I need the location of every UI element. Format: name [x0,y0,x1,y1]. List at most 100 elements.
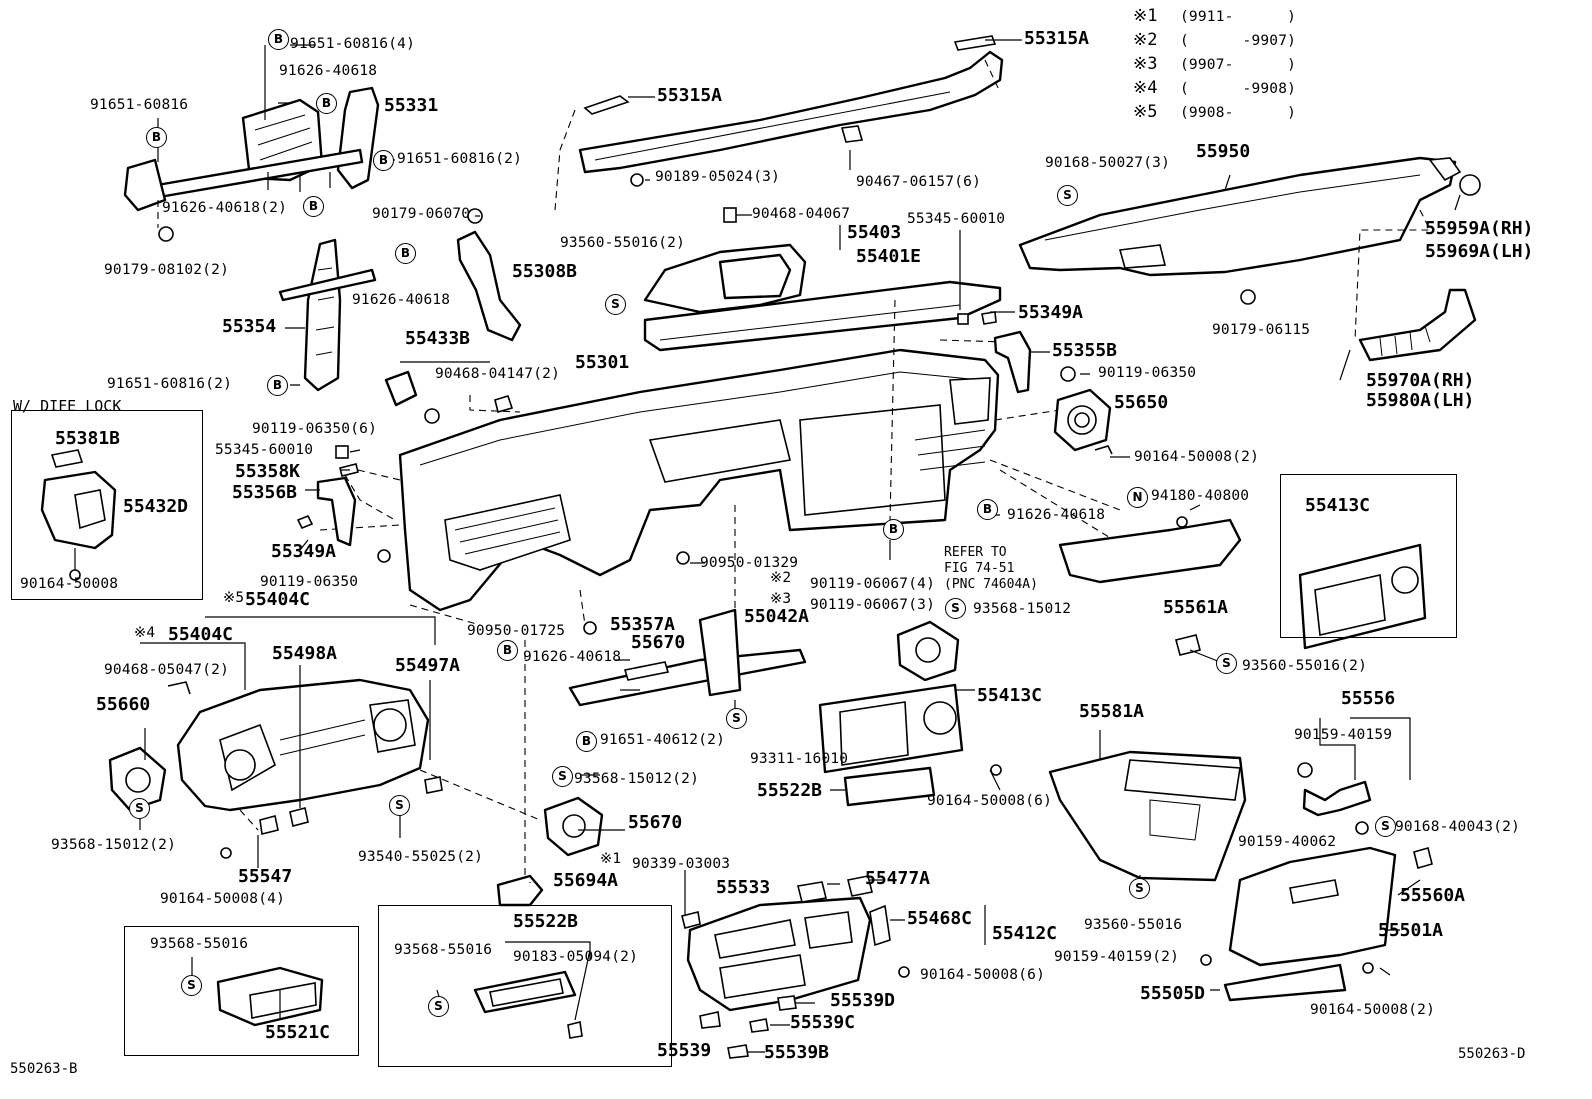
wdiff-lock-title: W/ DIFE LOCK [13,397,122,415]
part-number-label: 55433B [405,328,471,349]
part-number-label: 90164-50008(6) [927,793,1053,809]
part-number-label: 55413C [1305,495,1371,516]
part-number-label: 55497A [395,655,461,676]
part-number-label: 90189-05024(3) [655,169,781,185]
part-number-label: 55539D [830,990,896,1011]
part-upper-rail [578,35,1004,174]
callout-b: B [146,127,167,148]
part-55521c-box [124,926,359,1056]
part-number-label: 55970A(RH) [1366,370,1475,391]
part-number-label: 55969A(LH) [1425,241,1534,262]
part-55521c-pocket [216,966,324,1027]
part-number-label: 55539B [764,1042,830,1063]
part-55354-bracket [278,238,377,392]
part-number-label: 55315A [1024,28,1090,49]
part-number-label: 90339-03003 [632,856,731,872]
part-number-label: 55670 [628,812,683,833]
part-55950-duct [1018,156,1462,277]
part-number-label: 55522B [513,911,579,932]
callout-s: S [181,975,202,996]
part-number-label: 55694A [553,870,619,891]
callout-s: S [428,996,449,1017]
part-number-label: 55349A [1018,302,1084,323]
part-refer-cover [1058,518,1242,584]
date-mark-2: ※2 [770,570,792,586]
part-number-label: 93568-15012(2) [574,771,700,787]
part-number-label: 90179-06115 [1212,322,1311,338]
part-number-label: 91651-60816(2) [397,151,523,167]
part-55413c-panel-right [1298,543,1427,650]
part-55970a-hose [1358,288,1477,362]
part-number-label: 93568-55016 [394,942,493,958]
part-55670-vent-upper [896,620,960,682]
part-number-label: 90159-40062 [1238,834,1337,850]
part-number-label: 55539C [790,1012,856,1033]
part-number-label: 55413C [977,685,1043,706]
refer-note-line3: (PNC 74604A) [944,577,1038,592]
date-code-range: ( -9907) [1180,33,1297,49]
part-55432d-switch [40,449,117,550]
part-number-label: 55547 [238,866,293,887]
part-number-label: 55356B [232,482,298,503]
callout-s: S [1057,185,1078,206]
part-55650-vent [1053,388,1112,452]
date-code-range: (9911- ) [1180,9,1297,25]
part-number-label: 90119-06350 [1098,365,1197,381]
part-number-label: 91651-60816(4) [290,36,416,52]
part-number-label: 93568-15012 [973,601,1072,617]
part-number-label: 55560A [1400,885,1466,906]
part-number-label: 90159-40159(2) [1054,949,1180,965]
part-number-label: 90468-04147(2) [435,366,561,382]
part-55660-vent [108,746,167,812]
callout-b: B [373,150,394,171]
date-mark-3: ※3 [770,591,792,607]
refer-note-line1: REFER TO [944,545,1007,560]
part-number-label: 90183-05094(2) [513,949,639,965]
date-mark-1: ※1 [600,851,622,867]
part-number-label: 55432D [123,496,189,517]
part-number-label: 90119-06067(4) [810,576,936,592]
part-55581a-glovebox [1048,750,1247,882]
part-55042a-brace [568,608,807,707]
callout-b: B [576,731,597,752]
callout-b: B [497,640,518,661]
callout-b: B [268,29,289,50]
part-number-label: 55308B [512,261,578,282]
part-number-label: 55349A [271,541,337,562]
part-55401e-pad [643,280,1002,352]
part-number-label: 55355B [1052,340,1118,361]
part-55501a-door [1228,846,1397,967]
part-number-label: 55501A [1378,920,1444,941]
part-number-label: 55660 [96,694,151,715]
callout-b: B [316,93,337,114]
callout-b: B [883,519,904,540]
date-code-range: (9908- ) [1180,105,1297,121]
callout-b: B [267,375,288,396]
date-code-mark: ※1 [1133,6,1158,26]
part-number-label: 55412C [992,923,1058,944]
part-number-label: 55404C [168,624,234,645]
date-code-range: ( -9908) [1180,81,1297,97]
part-number-label: 90164-50008(6) [920,967,1046,983]
part-number-label: 55301 [575,352,630,373]
part-number-label: 90164-50008(2) [1134,449,1260,465]
part-number-label: 55980A(LH) [1366,390,1475,411]
part-number-label: 55468C [907,908,973,929]
part-number-label: 55581A [1079,701,1145,722]
part-number-label: 93540-55025(2) [358,849,484,865]
refer-note-line2: FIG 74-51 [944,561,1015,576]
part-number-label: 55381B [55,428,121,449]
part-number-label: 90179-08102(2) [104,262,230,278]
part-number-label: 90467-06157(6) [856,174,982,190]
part-number-label: 55533 [716,877,771,898]
part-number-label: 55521C [265,1022,331,1043]
part-number-label: 55357A [610,614,676,635]
part-55308b-bracket [456,208,522,342]
part-number-label: 55354 [222,316,277,337]
callout-s: S [552,766,573,787]
callout-b: B [303,196,324,217]
part-number-label: 93568-15012(2) [51,837,177,853]
part-number-label: 90164-50008 [20,576,119,592]
part-55522b-box [378,905,672,1067]
